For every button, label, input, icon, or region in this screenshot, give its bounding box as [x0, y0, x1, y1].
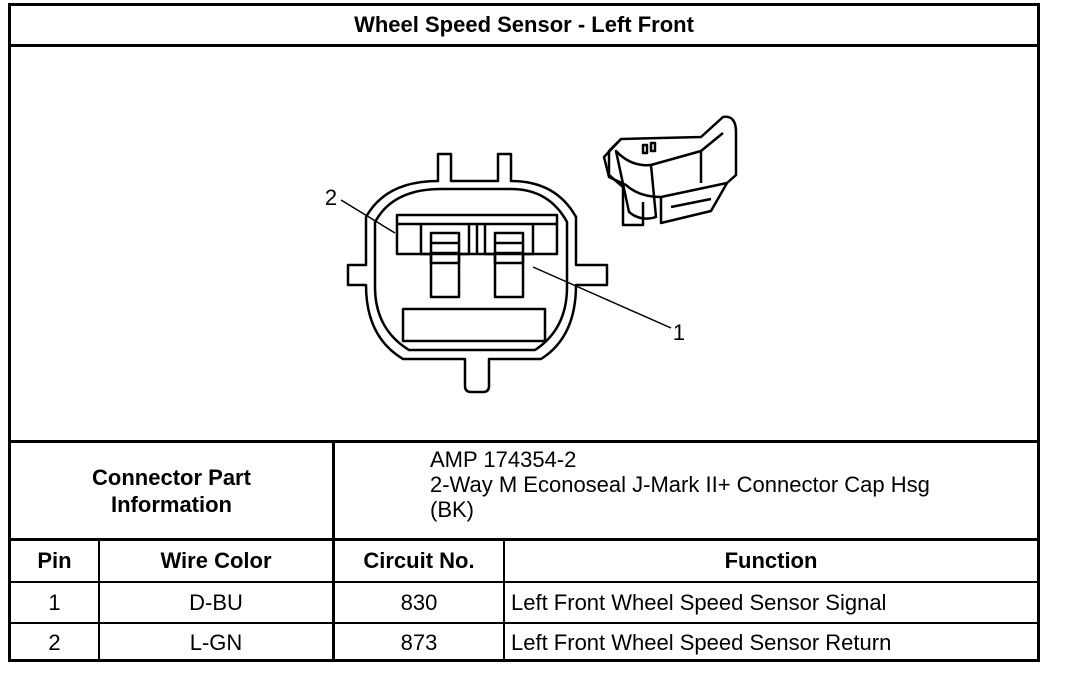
connector-3d-view [602, 115, 738, 227]
table-row-2-function: Left Front Wheel Speed Sensor Return [511, 630, 892, 655]
part-description-line2: (BK) [430, 497, 474, 522]
callout-label-pin-2: 2 [324, 185, 338, 210]
cavity-slot-2 [419, 224, 469, 299]
connector-face-drawing [340, 115, 738, 394]
header-wire-color: Wire Color [160, 548, 272, 573]
divider-header [11, 538, 1037, 541]
divider-pin-column [98, 538, 100, 662]
part-number: AMP 174354-2 [430, 447, 577, 472]
divider-info-column [332, 440, 335, 662]
table-row-1-wire-color: D-BU [189, 589, 243, 615]
callout-leader-2 [340, 199, 396, 234]
connector-outer-shell [346, 152, 609, 394]
page-title: Wheel Speed Sensor - Left Front [11, 6, 1037, 47]
cavity-slot-1 [485, 224, 535, 299]
table-row-1-circuit: 830 [400, 589, 438, 615]
connector-part-info-label-line1: Connector Part [92, 464, 251, 490]
header-function: Function [724, 548, 818, 573]
callout-label-pin-1: 1 [672, 320, 686, 345]
table-row-2-wire-color: L-GN [189, 630, 243, 655]
table-row-2-circuit: 873 [400, 630, 438, 655]
connector-part-info-label: Connector Part Information [11, 443, 332, 538]
connector-part-info-label-line2: Information [111, 491, 232, 517]
header-circuit-no: Circuit No. [363, 548, 475, 573]
header-pin: Pin [37, 548, 72, 573]
divider-diagram [11, 440, 1037, 443]
connector-diagram: 2 1 [11, 47, 1037, 442]
connector-table-frame: Wheel Speed Sensor - Left Front [8, 3, 1040, 662]
part-description-line1: 2-Way M Econoseal J-Mark II+ Connector C… [430, 472, 930, 497]
connector-inner-outline [373, 187, 569, 352]
connector-part-info-value: AMP 174354-2 2-Way M Econoseal J-Mark II… [430, 447, 1030, 522]
divider-row-2 [11, 622, 1037, 624]
divider-row-1 [11, 581, 1037, 583]
table-row-1-function: Left Front Wheel Speed Sensor Signal [511, 589, 887, 615]
divider-circuit-column [503, 538, 505, 662]
table-row-2-pin: 2 [48, 630, 61, 655]
keying-rib [401, 307, 547, 343]
table-row-1-pin: 1 [48, 589, 61, 615]
callout-leader-1 [532, 266, 672, 329]
